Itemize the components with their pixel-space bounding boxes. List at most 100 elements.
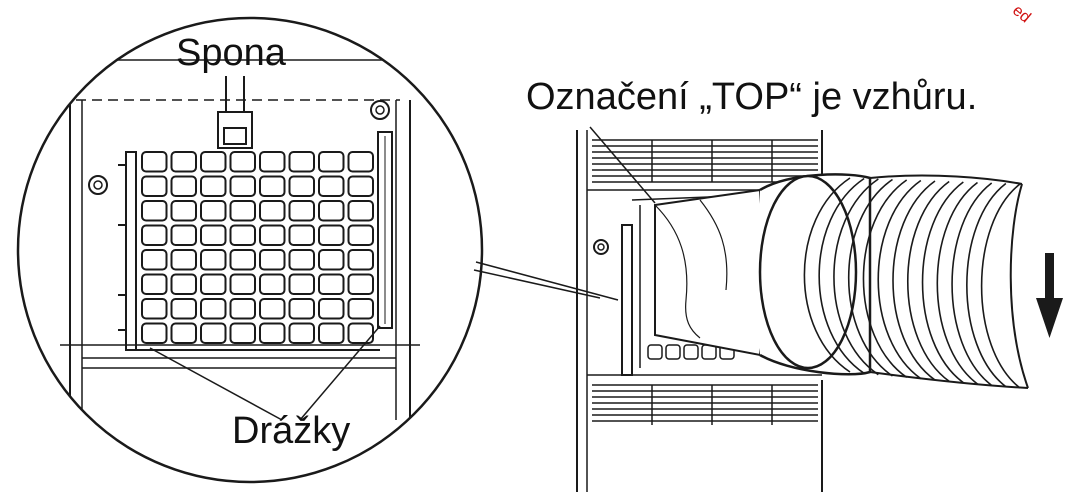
duct-rib: [936, 181, 978, 385]
filter-cell: [318, 151, 345, 173]
filter-cell: [200, 224, 227, 246]
filter-cell: [259, 200, 286, 222]
arrow-down-icon: [1036, 253, 1063, 338]
filter-cell: [141, 151, 168, 173]
filter-cell: [318, 249, 345, 271]
filter-cell: [229, 249, 256, 271]
filter-cell: [229, 175, 256, 197]
filter-cell: [318, 175, 345, 197]
filter-cell: [200, 273, 227, 295]
filter-cell: [259, 249, 286, 271]
filter-cell: [288, 273, 315, 295]
filter-cell: [229, 322, 256, 344]
duct-rib: [921, 181, 964, 384]
filter-grid: [141, 151, 374, 344]
duct-outline-top: [869, 174, 1023, 185]
filter-cell: [259, 175, 286, 197]
rail-left-pins: [118, 164, 126, 331]
filter-cell: [170, 200, 197, 222]
filter-cell: [347, 249, 374, 271]
filter-cell: [347, 200, 374, 222]
filter-cell: [288, 224, 315, 246]
duct-rib: [980, 183, 1021, 389]
filter-cell: [288, 298, 315, 320]
filter-cell: [288, 175, 315, 197]
filter-cell: [141, 200, 168, 222]
filter-cell: [347, 175, 374, 197]
filter-cell: [318, 200, 345, 222]
filter-cell: [288, 322, 315, 344]
filter-cell: [259, 151, 286, 173]
grooves-label: Drážky: [232, 410, 351, 452]
duct-rib: [818, 177, 865, 374]
rail-right: [377, 131, 393, 329]
leader-lines: [149, 126, 656, 421]
filter-cell: [259, 273, 286, 295]
filter-cell: [288, 200, 315, 222]
filter-cell: [347, 224, 374, 246]
vent-grille-bottom: [592, 384, 818, 425]
filter-cell: [318, 298, 345, 320]
window-adapter: [654, 188, 770, 357]
duct-rib: [951, 182, 993, 386]
filter-cell: [200, 200, 227, 222]
filter-cell: [141, 224, 168, 246]
filter-cell: [259, 224, 286, 246]
filter-cell: [141, 249, 168, 271]
top-marking-label: Označení „TOP“ je vzhůru.: [526, 76, 978, 118]
filter-cell: [229, 224, 256, 246]
flexible-duct: [803, 174, 1029, 389]
vent-grille-top: [592, 139, 818, 183]
filter-cell: [200, 298, 227, 320]
filter-cell: [200, 175, 227, 197]
duct-rib: [862, 179, 908, 378]
filter-cell: [141, 322, 168, 344]
filter-cell: [170, 273, 197, 295]
duct-rib: [877, 179, 922, 380]
filter-cell: [170, 322, 197, 344]
filter-cell: [141, 175, 168, 197]
filter-cell: [229, 273, 256, 295]
filter-cell: [170, 298, 197, 320]
filter-cell: [347, 298, 374, 320]
filter-cell: [347, 322, 374, 344]
screw-left: [88, 175, 108, 195]
magnifier-outline: [16, 16, 484, 484]
duct-end: [1009, 183, 1029, 389]
filter-cell: [170, 151, 197, 173]
duct-rib: [966, 182, 1007, 388]
filter-cell: [229, 298, 256, 320]
filter-cell: [288, 249, 315, 271]
filter-cell: [318, 322, 345, 344]
duct-outline-bottom: [869, 371, 1029, 389]
filter-cell: [318, 224, 345, 246]
filter-cell: [259, 322, 286, 344]
duct-rib: [803, 177, 851, 373]
unit-screw: [593, 239, 609, 255]
filter-cell: [318, 273, 345, 295]
filter-cell: [200, 322, 227, 344]
filter-cell: [170, 224, 197, 246]
duct-rib: [907, 180, 950, 382]
screw-right: [370, 100, 390, 120]
duct-rib: [848, 178, 893, 377]
filter-cell: [347, 151, 374, 173]
filter-cell: [288, 151, 315, 173]
filter-cell: [141, 298, 168, 320]
rail-left: [125, 151, 137, 351]
clip-part: [217, 76, 253, 149]
filter-cell: [229, 200, 256, 222]
filter-cell: [141, 273, 168, 295]
filter-cell: [347, 273, 374, 295]
filter-cell: [229, 151, 256, 173]
duct-rib: [892, 180, 936, 381]
filter-cell: [170, 175, 197, 197]
filter-cell: [170, 249, 197, 271]
duct-rib: [833, 178, 879, 376]
filter-cell: [200, 249, 227, 271]
unit-illustration: [576, 130, 872, 492]
detail-magnifier: [60, 59, 420, 420]
filter-edge-visible: [647, 344, 735, 360]
